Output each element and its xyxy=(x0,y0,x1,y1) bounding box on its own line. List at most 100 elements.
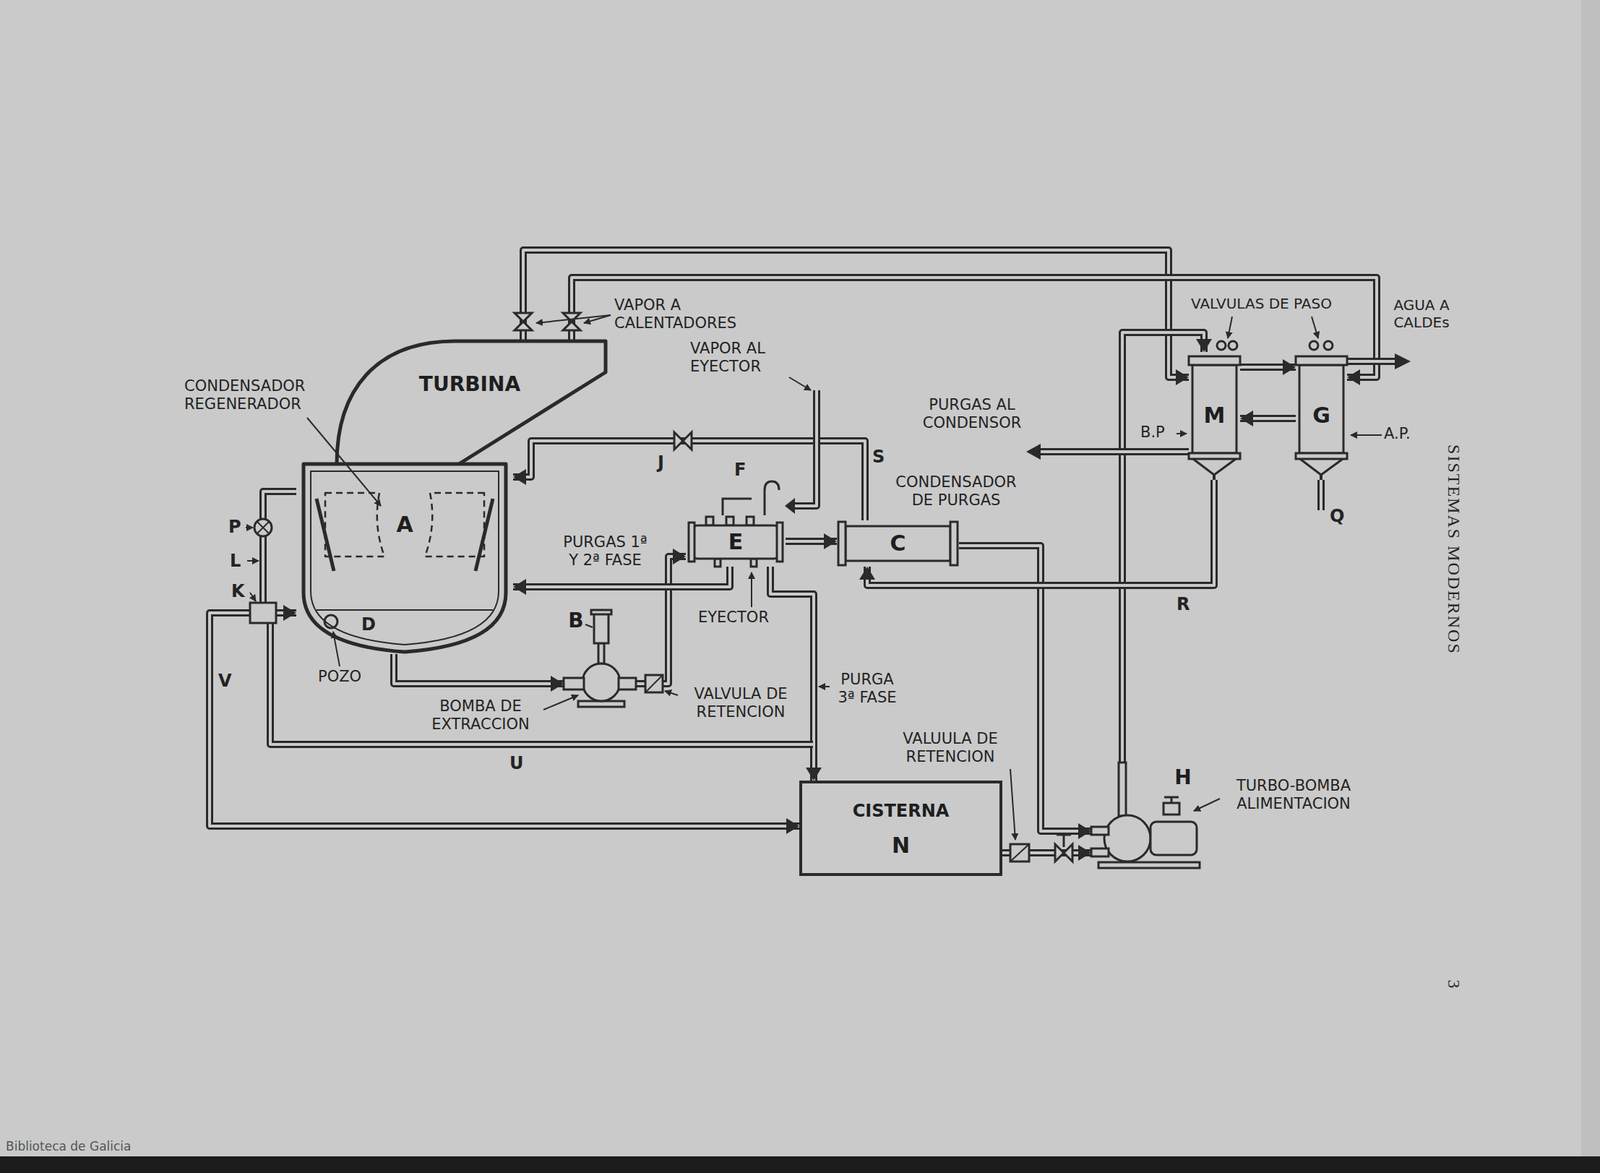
hotwell-line xyxy=(316,609,493,611)
annotation-label: A.P. xyxy=(1383,424,1428,443)
annotation-label: AGUA A CALDEs xyxy=(1388,296,1455,331)
leader-line xyxy=(536,315,611,324)
leader-line xyxy=(245,560,259,562)
turbine-casing xyxy=(336,341,606,464)
leader-line xyxy=(1227,316,1233,339)
heater-bottom xyxy=(1193,458,1236,475)
arrow-head xyxy=(786,818,800,834)
valve-p xyxy=(254,518,272,537)
callout-letter: Q xyxy=(1329,505,1349,527)
steam-valve xyxy=(1163,802,1180,815)
arrow-head xyxy=(1282,359,1296,376)
inlet-pipe xyxy=(1091,848,1109,857)
annotation-label: TURBO-BOMBA ALIMENTACION xyxy=(1221,776,1366,814)
leader-line xyxy=(1010,768,1016,840)
baffle xyxy=(475,498,493,571)
check-valve xyxy=(1010,844,1030,862)
annotation-label: VAPOR A CALENTADORES xyxy=(614,296,759,333)
part-letter: A xyxy=(393,511,416,538)
turbine-outline xyxy=(317,339,608,470)
callout-letter: J xyxy=(657,452,675,474)
pipe-l-inner xyxy=(263,491,297,613)
leader-line xyxy=(789,377,811,391)
leader-line xyxy=(1175,432,1187,435)
part-letter: G xyxy=(1295,402,1348,429)
pipe-connector xyxy=(1240,410,1296,427)
leader-line xyxy=(250,592,256,602)
pipe-connector xyxy=(513,566,730,595)
flange xyxy=(950,521,958,566)
flange xyxy=(838,521,846,566)
check-valve-flap xyxy=(645,674,663,693)
leader-line xyxy=(585,624,593,628)
nozzle xyxy=(726,516,734,526)
annotation-label: B.P xyxy=(1140,423,1177,442)
tube-bundle xyxy=(325,492,385,557)
feed-turbo-pump: H xyxy=(1091,762,1207,871)
pipe-bore xyxy=(523,250,1189,378)
gate-valve-stem xyxy=(1056,834,1072,847)
nozzle xyxy=(750,558,757,567)
callout-letter: K xyxy=(231,581,249,602)
drain-condenser: C xyxy=(836,520,959,567)
running-header: 3 xyxy=(1443,975,1465,993)
pipe-wall xyxy=(571,277,1377,378)
part-name: CISTERNA xyxy=(799,800,1003,822)
ejector-pipe xyxy=(764,481,780,516)
inlet-pipe xyxy=(1091,826,1109,835)
arrow-head xyxy=(513,469,527,485)
scan-bottom-band xyxy=(0,1156,1600,1173)
pipe-connector xyxy=(785,533,837,550)
drain-pipe-inner xyxy=(1040,450,1189,454)
arrow-head xyxy=(283,604,297,621)
valve-j xyxy=(674,432,692,450)
check-valve-flap xyxy=(1010,844,1030,862)
callout-letter: R xyxy=(1176,594,1196,615)
arrow-head xyxy=(672,548,686,565)
annotation-label: PURGAS AL CONDENSOR xyxy=(917,396,1027,433)
leader-line xyxy=(245,526,253,529)
cistern: CISTERNA N xyxy=(799,780,1003,876)
pipe-l-outer xyxy=(263,491,297,613)
watermark: Biblioteca de Galicia xyxy=(5,1138,194,1154)
baffle xyxy=(316,498,334,571)
feed-outlet-outer xyxy=(1347,357,1395,365)
callout-letter: U xyxy=(509,753,529,774)
callout-letter: V xyxy=(218,670,238,692)
pipe-connector xyxy=(770,566,822,781)
pipe-connector xyxy=(958,545,1092,840)
bypass-valve xyxy=(1323,341,1333,350)
part-letter: N xyxy=(799,832,1003,859)
pump-base xyxy=(1098,862,1200,868)
extraction-pump: B xyxy=(563,607,636,709)
flow-arrow xyxy=(1394,353,1411,370)
running-header: SISTEMAS MODERNOS xyxy=(1443,433,1465,665)
part-letter: M xyxy=(1188,402,1241,429)
drain-stub-outer xyxy=(1317,479,1325,511)
outlet-flange xyxy=(618,677,636,690)
arrow-head xyxy=(1240,410,1254,427)
callout-letter: F xyxy=(734,459,752,481)
leader-line xyxy=(1193,798,1220,811)
leader-line xyxy=(1350,434,1382,436)
steam-valve xyxy=(562,312,581,331)
leader-lines xyxy=(245,315,1382,840)
annotation-label: VAPOR AL EYECTOR xyxy=(690,339,799,376)
flow-arrow xyxy=(784,497,795,514)
leader-line xyxy=(543,695,579,710)
pipe-bore xyxy=(571,277,1377,378)
arrow-head xyxy=(823,533,837,550)
ejector-pipe xyxy=(722,498,752,516)
annotation-label: PURGA 3ª FASE xyxy=(831,670,904,707)
drain-pipe-outer xyxy=(1040,448,1189,456)
part-letter: H xyxy=(1172,765,1194,790)
pipe-connector xyxy=(523,250,1189,386)
high-pressure-heater: G xyxy=(1295,351,1348,480)
motor-cap xyxy=(591,609,612,615)
drain-stub xyxy=(1212,474,1216,480)
pipe-connector xyxy=(1002,844,1092,861)
flange xyxy=(688,522,695,562)
bypass-valve xyxy=(1228,341,1238,350)
pipe-wall xyxy=(770,566,814,781)
shaft xyxy=(598,643,605,664)
